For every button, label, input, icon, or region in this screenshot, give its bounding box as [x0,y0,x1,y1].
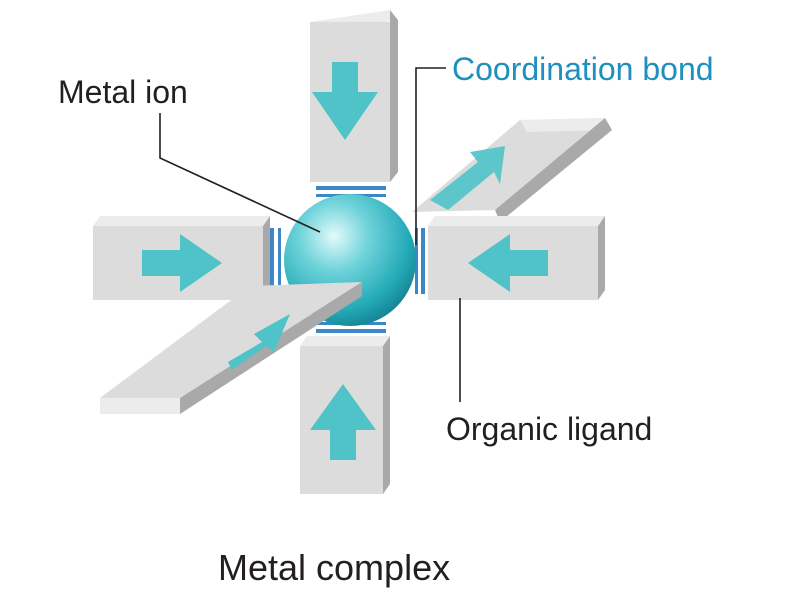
arrow-diagonal-front [228,314,290,370]
arrow-diagonal-back [430,146,505,210]
caption-metal-complex: Metal complex [218,547,450,588]
label-coordination-bond: Coordination bond [452,51,714,87]
arrow-bottom [310,384,376,460]
leader-metal-ion [159,113,321,233]
label-organic-ligand: Organic ligand [446,411,652,447]
ligand-right [428,216,605,300]
ligand-left [93,216,270,300]
arrow-right [468,234,548,292]
ligand-top [310,10,398,182]
leader-coordination-bond [415,67,446,245]
arrow-top [312,62,378,140]
arrow-left [142,234,222,292]
ligand-bottom [300,336,390,494]
label-metal-ion: Metal ion [58,74,188,110]
ligand-diagonal-front [100,282,362,414]
ligand-diagonal-back [412,118,612,222]
